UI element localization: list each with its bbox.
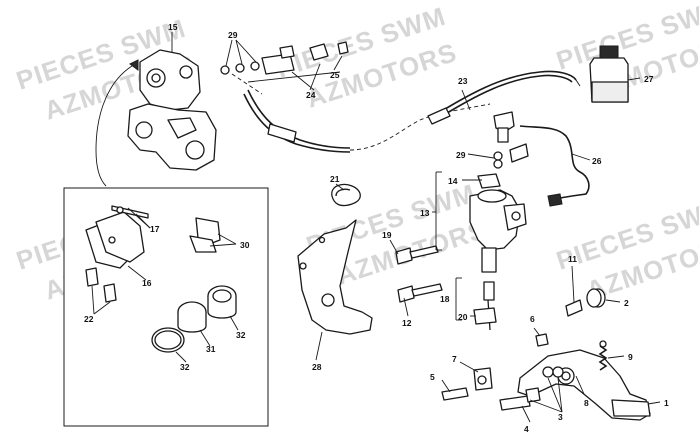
- part-number: 21: [330, 174, 340, 184]
- pad-bolts: [85, 267, 117, 303]
- brake-pads: [85, 211, 145, 269]
- part-number: 13: [420, 208, 430, 218]
- part-number: 30: [240, 240, 250, 250]
- hose-fittings-top: [220, 41, 349, 95]
- part-number: 29: [228, 30, 238, 40]
- part-number: 16: [142, 278, 152, 288]
- part-number: 9: [628, 352, 633, 362]
- part-number: 25: [330, 70, 340, 80]
- part-number: 29: [456, 150, 466, 160]
- part-number: 11: [568, 254, 577, 264]
- part-number: 17: [150, 224, 160, 234]
- part-number: 7: [452, 354, 457, 364]
- pad-pin: [111, 205, 149, 219]
- pads-pistons-inset: [63, 187, 269, 427]
- part-number: 28: [312, 362, 322, 372]
- part-number: 24: [306, 90, 316, 100]
- heel-guard-bracket: [297, 219, 373, 335]
- push-rod: [473, 281, 497, 331]
- pad-spring: [189, 217, 221, 253]
- part-number: 31: [206, 344, 216, 354]
- return-spring: [598, 340, 608, 371]
- caliper-piston: [207, 285, 237, 319]
- part-number: 14: [448, 176, 458, 186]
- part-number: 19: [382, 230, 392, 240]
- part-number: 3: [558, 412, 563, 422]
- part-number: 20: [458, 312, 468, 322]
- pivot-bolt: [565, 299, 583, 317]
- part-number: 15: [168, 22, 178, 32]
- part-number: 2: [624, 298, 629, 308]
- part-number: 5: [430, 372, 435, 382]
- part-number: 6: [530, 314, 535, 324]
- part-number: 23: [458, 76, 468, 86]
- pedal-bushings: [542, 366, 564, 378]
- part-number-labels: 15 29 24 25 23 27 26 29 14 13 19 18 12 2…: [84, 22, 669, 434]
- part-number: 32: [180, 362, 190, 372]
- circlip: [331, 183, 361, 207]
- brake-caliper: [127, 49, 217, 171]
- part-number: 26: [592, 156, 602, 166]
- switch-cable: [519, 125, 590, 207]
- part-number: 1: [664, 398, 669, 408]
- part-number: 27: [644, 74, 654, 84]
- part-number: 8: [584, 398, 589, 408]
- part-number: 18: [440, 294, 450, 304]
- brake-line-thin: [95, 65, 133, 187]
- clevis: [473, 367, 493, 391]
- part-number: 32: [236, 330, 246, 340]
- brake-reservoir: [589, 45, 629, 103]
- clevis-pin: [441, 387, 469, 401]
- part-number: 4: [524, 424, 529, 434]
- mounting-bolts: [395, 245, 443, 303]
- banjo-bolt: [493, 143, 529, 169]
- piston-oring: [151, 327, 185, 353]
- master-cylinder: [469, 173, 527, 273]
- spacer: [586, 288, 606, 308]
- part-number: 22: [84, 314, 94, 324]
- leader-lines: [91, 32, 661, 423]
- brake-hose: [243, 70, 581, 153]
- part-number: 12: [402, 318, 412, 328]
- piston-seal: [177, 301, 207, 333]
